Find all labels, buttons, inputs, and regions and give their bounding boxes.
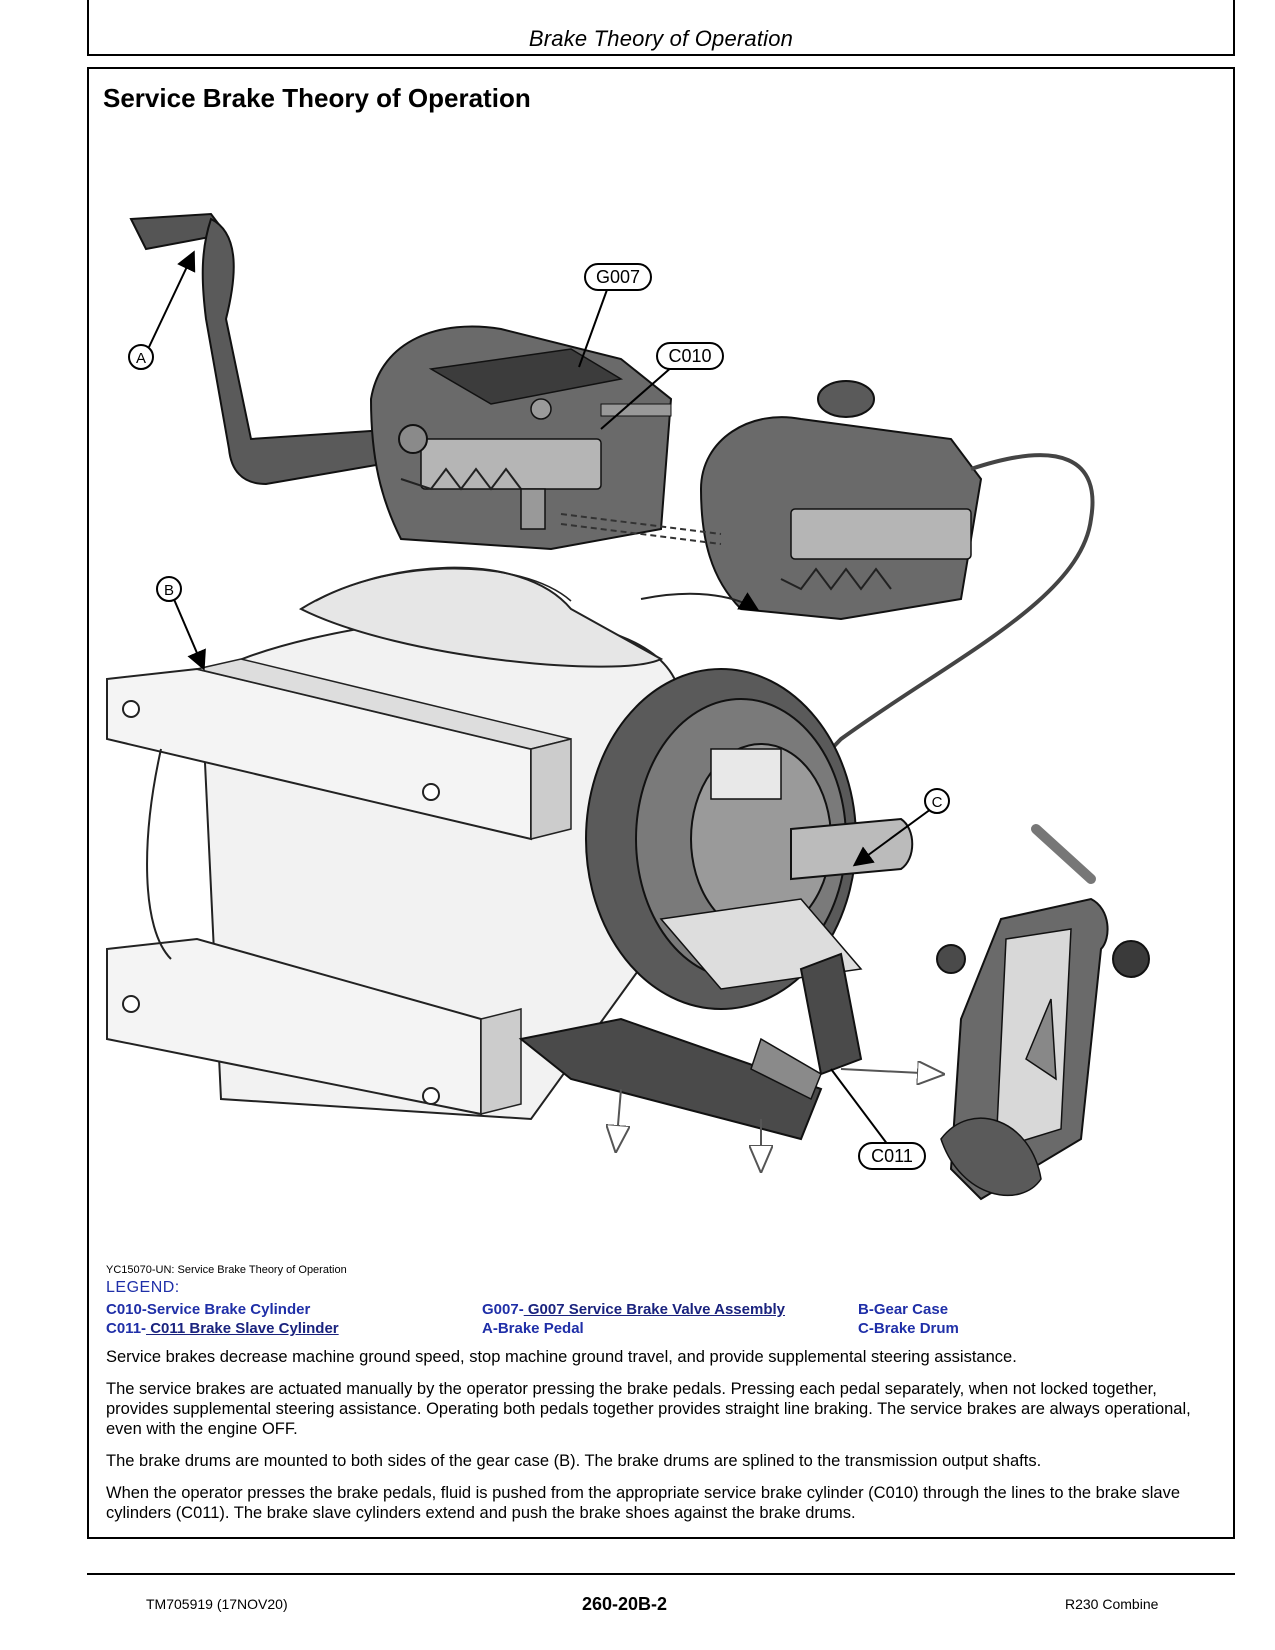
legend: C010-Service Brake Cylinder G007- G007 S… — [106, 1301, 1226, 1337]
body-text: Service brakes decrease machine ground s… — [106, 1347, 1221, 1535]
figure-caption: YC15070-UN: Service Brake Theory of Oper… — [106, 1264, 347, 1276]
page-header: Brake Theory of Operation — [87, 0, 1235, 56]
page-title: Service Brake Theory of Operation — [103, 83, 531, 113]
callout-c-label: C — [932, 794, 943, 811]
callout-c011-label: C011 — [871, 1146, 913, 1166]
gear-case-drawing — [106, 566, 683, 1121]
callout-g007: G007 — [584, 263, 652, 291]
brake-drum-drawing — [518, 668, 914, 1169]
service-brake-valve-drawing — [369, 325, 673, 551]
legend-item-c010: C010-Service Brake Cylinder — [106, 1301, 482, 1318]
legend-item-c011[interactable]: C011- C011 Brake Slave Cylinder — [106, 1320, 482, 1337]
legend-item-c011-prefix: C011- — [106, 1320, 147, 1337]
callout-b: B — [156, 576, 182, 602]
legend-link-g007[interactable]: G007 Service Brake Valve Assembly — [523, 1301, 785, 1318]
paragraph: The service brakes are actuated manually… — [106, 1380, 1191, 1438]
brake-pedal-drawing — [129, 212, 413, 486]
second-brake-valve-drawing — [560, 380, 1095, 900]
legend-item-g007-prefix: G007- — [482, 1301, 524, 1318]
callout-g007-label: G007 — [596, 267, 640, 287]
legend-item-b-text: B-Gear Case — [858, 1301, 949, 1318]
callout-c011: C011 — [858, 1142, 926, 1170]
legend-item-c: C-Brake Drum — [858, 1320, 1158, 1337]
section-title: Brake Theory of Operation — [528, 26, 794, 51]
paragraph: When the operator presses the brake peda… — [106, 1484, 1181, 1522]
footer-doc-id: TM705919 (17NOV20) — [146, 1596, 288, 1612]
callout-b-label: B — [164, 582, 174, 599]
paragraph: Service brakes decrease machine ground s… — [106, 1348, 1017, 1366]
callout-c010-label: C010 — [668, 346, 711, 366]
footer-model: R230 Combine — [1065, 1596, 1159, 1612]
callout-c: C — [924, 788, 950, 814]
legend-item-a: A-Brake Pedal — [482, 1320, 858, 1337]
paragraph: The brake drums are mounted to both side… — [106, 1452, 1042, 1470]
callout-a-label: A — [136, 350, 146, 367]
legend-item-a-text: A-Brake Pedal — [482, 1320, 584, 1337]
brake-slave-cylinder-drawing — [750, 824, 1150, 1201]
legend-item-g007[interactable]: G007- G007 Service Brake Valve Assembly — [482, 1301, 858, 1318]
legend-link-c011[interactable]: C011 Brake Slave Cylinder — [146, 1320, 339, 1337]
callout-a: A — [128, 344, 154, 370]
callout-c010: C010 — [656, 342, 724, 370]
legend-title: LEGEND: — [106, 1279, 180, 1296]
legend-item-c010-text: C010-Service Brake Cylinder — [106, 1301, 311, 1318]
legend-item-b: B-Gear Case — [858, 1301, 1158, 1318]
footer-page-number: 260-20B-2 — [582, 1594, 668, 1614]
footer-divider — [87, 1573, 1235, 1575]
legend-item-c-text: C-Brake Drum — [858, 1320, 959, 1337]
brake-system-illustration: A B C G007 C010 C011 — [106, 212, 1150, 1201]
content-frame: Service Brake Theory of Operation — [87, 67, 1235, 1539]
